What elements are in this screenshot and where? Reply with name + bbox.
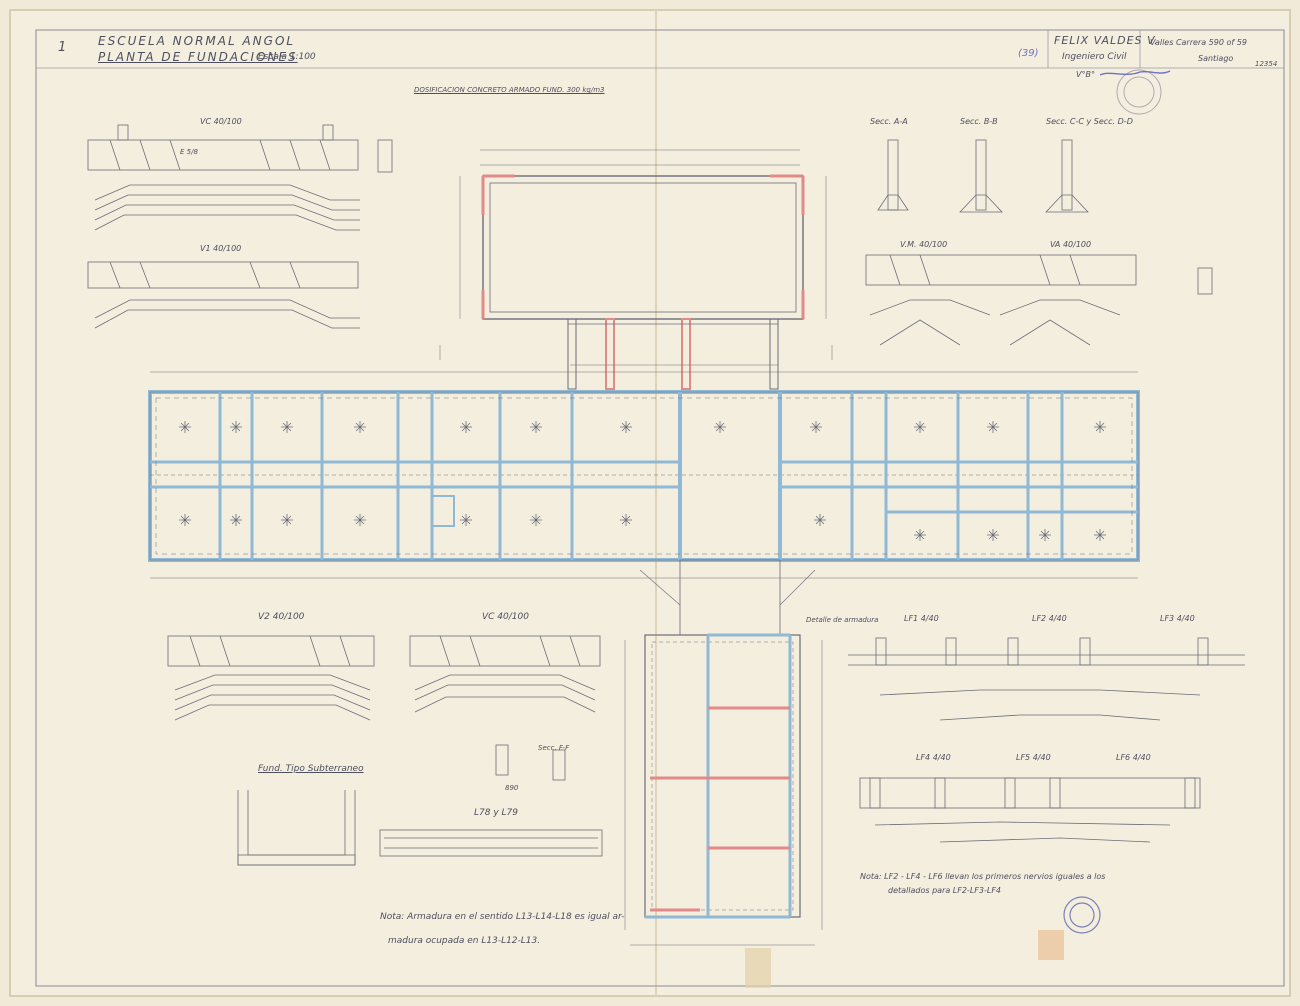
label-lf6: LF6 4/40 [1116, 753, 1151, 762]
label-total-width: 890 [505, 784, 519, 792]
label-vc-bottom: VC 40/100 [482, 612, 529, 622]
plan-title: PLANTA DE FUNDACIONES [98, 50, 298, 64]
label-seccion-b: Secc. B-B [960, 117, 998, 126]
note-armadura-1: Nota: Armadura en el sentido L13-L14-L18… [380, 912, 625, 922]
label-va: VA 40/100 [1050, 240, 1092, 249]
tape-mark [1038, 930, 1064, 960]
label-v1-top: V1 40/100 [200, 244, 242, 253]
label-lf5: LF5 4/40 [1016, 753, 1051, 762]
label-vm: V.M. 40/100 [900, 240, 948, 249]
engineer-name: FELIX VALDES V. [1054, 34, 1159, 47]
sheet-border [35, 29, 1285, 987]
sections-top-right [865, 139, 1213, 346]
label-vc-top: VC 40/100 [200, 117, 242, 126]
label-lf1: LF1 4/40 [904, 614, 939, 623]
school-name: ESCUELA NORMAL ANGOL [98, 34, 296, 48]
office-city: Santiago [1198, 54, 1234, 63]
approval-stamp [1063, 896, 1101, 934]
label-stirrups: E 5/8 [180, 148, 198, 156]
title-stamp [1116, 69, 1162, 115]
upper-annex-plan [439, 149, 833, 390]
label-fund-subterraneo: Fund. Tipo Subterraneo [258, 764, 364, 774]
note-lf-1: Nota: LF2 - LF4 - LF6 llevan los primero… [860, 872, 1106, 881]
label-v2-bottom: V2 40/100 [258, 612, 305, 622]
label-seccion-a: Secc. A-A [870, 117, 908, 126]
room-markers [179, 421, 1106, 541]
label-l78: L78 y L79 [474, 808, 518, 818]
label-lf3: LF3 4/40 [1160, 614, 1195, 623]
main-foundation-grid [148, 371, 1140, 579]
sheet-edge [9, 9, 1291, 997]
lf-elevations-bottom-right [848, 637, 1245, 843]
approval-label: V°B° [1076, 70, 1095, 79]
label-lf4: LF4 4/40 [916, 753, 951, 762]
engineer-role: Ingeniero Civil [1062, 52, 1127, 62]
note-lf-2: detallados para LF2-LF3-LF4 [888, 886, 1002, 895]
beam-elevations-bottom-left [167, 635, 603, 866]
lower-wing-plan [624, 559, 823, 946]
tape-mark-2 [745, 948, 771, 988]
label-seccion-f: Secc. F-F [538, 744, 570, 752]
stamp-code: (39) [1018, 48, 1039, 59]
reference-number: 12354 [1255, 60, 1278, 68]
label-detalle: Detalle de armadura [806, 616, 879, 624]
label-lf2: LF2 4/40 [1032, 614, 1067, 623]
plan-scale: Escala 1:100 [258, 52, 316, 62]
signature-mark [1099, 70, 1171, 76]
office-address: Valles Carrera 590 of 59 [1150, 38, 1247, 47]
label-seccion-c: Secc. C-C y Secc. D-D [1046, 117, 1133, 126]
sheet-number: 1 [58, 40, 67, 55]
beam-elevations-top-left [87, 124, 393, 329]
concrete-spec: DOSIFICACION CONCRETO ARMADO FUND. 300 k… [414, 86, 605, 94]
note-armadura-2: madura ocupada en L13-L12-L13. [388, 936, 541, 946]
